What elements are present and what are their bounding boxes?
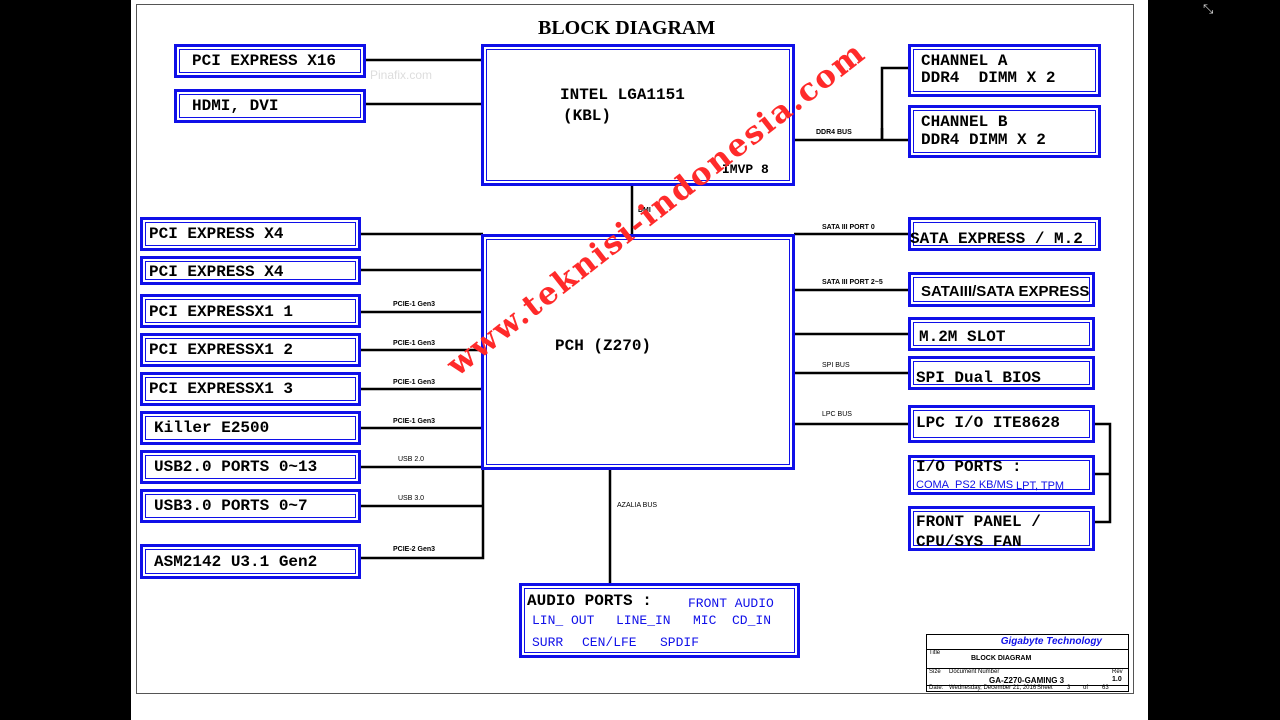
dmi-label: DMI [638, 207, 651, 214]
bus-label-sata0: SATA III PORT 0 [822, 224, 875, 231]
sata-express-m2-box[interactable] [908, 217, 1101, 251]
pcie-x1-box-3[interactable] [140, 372, 361, 406]
channel-b-label: CHANNEL B [921, 113, 1008, 131]
bus-label-pcie2: PCIE-2 Gen3 [393, 546, 436, 553]
date-value: Wednesday, December 21, 2016 [949, 685, 1037, 691]
bus-label-usb2: USB 2.0 [398, 456, 425, 463]
m2m-slot-box[interactable] [908, 317, 1095, 351]
size-label: Size [929, 669, 941, 675]
of-label: of [1083, 685, 1089, 691]
pcie-x1-label-2: PCI EXPRESSX1 2 [149, 341, 294, 359]
pch-box[interactable] [481, 234, 795, 470]
ddr4-bus-label: DDR4 BUS [816, 129, 852, 136]
pcie-x4-box-1[interactable] [140, 217, 361, 251]
audio-ports-box[interactable] [519, 583, 800, 658]
usb3-label: USB3.0 PORTS 0~7 [154, 497, 308, 515]
diagram-title: BLOCK DIAGRAM [538, 17, 716, 39]
sheet-total: 63 [1102, 685, 1109, 691]
pcie-x1-box-1[interactable] [140, 294, 361, 328]
asm2142-label: ASM2142 U3.1 Gen2 [154, 553, 318, 571]
audio-surr: SURR [532, 635, 564, 650]
sata3-label: SATAIII/SATA EXPRESS [921, 283, 1090, 300]
m2m-slot-label: M.2M SLOT [919, 328, 1006, 346]
bus-label-usb3: USB 3.0 [398, 495, 425, 502]
faint-watermark: Pinafix.com [370, 68, 433, 82]
audio-mic: MIC [693, 613, 717, 628]
io-port-ps2: PS2 KB/MS [955, 479, 1014, 491]
pcie-x1-label-1: PCI EXPRESSX1 1 [149, 303, 294, 321]
pcie-x4-label-1: PCI EXPRESS X4 [149, 225, 284, 243]
spi-bios-label: SPI Dual BIOS [916, 369, 1041, 387]
audio-line-in: LINE_IN [616, 613, 671, 628]
pcie-x1-label-3: PCI EXPRESSX1 3 [149, 380, 294, 398]
azalia-bus-label: AZALIA BUS [617, 502, 658, 509]
bus-label-pcie1-4: PCIE-1 Gen3 [393, 418, 436, 425]
company-name: Gigabyte Technology [1000, 636, 1102, 647]
pcie-x16-label: PCI EXPRESS X16 [192, 52, 337, 70]
cpu-sub-label: (KBL) [563, 107, 612, 125]
usb3-box[interactable] [140, 489, 361, 523]
channel-a-box[interactable] [908, 44, 1101, 97]
pcie-x4-label-2: PCI EXPRESS X4 [149, 263, 284, 281]
audio-spdif: SPDIF [660, 635, 700, 650]
sheet-number: 3 [1067, 685, 1071, 691]
drawing-frame [136, 4, 1134, 694]
pch-label: PCH (Z270) [555, 337, 652, 355]
usb2-label: USB2.0 PORTS 0~13 [154, 458, 318, 476]
audio-cd-in: CD_IN [732, 613, 772, 628]
sheet-label: Sheet [1037, 685, 1053, 691]
usb2-box[interactable] [140, 450, 361, 484]
channel-a-dimm-label: DDR4 DIMM X 2 [921, 69, 1056, 87]
audio-cen-lfe: CEN/LFE [582, 635, 637, 650]
spi-bios-box[interactable] [908, 356, 1095, 390]
rev-label: Rev [1112, 669, 1123, 675]
date-label: Date: [929, 685, 944, 691]
io-ports-box[interactable] [908, 455, 1095, 495]
bus-label-pcie1-2: PCIE-1 Gen3 [393, 340, 436, 347]
front-panel-label: FRONT PANEL / [916, 513, 1041, 531]
io-port-lpt-tpm: LPT, TPM [1016, 480, 1065, 492]
bus-label-pcie1-3: PCIE-1 Gen3 [393, 379, 436, 386]
audio-ports-title: AUDIO PORTS : [527, 592, 652, 610]
sata-express-m2-label: SATA EXPRESS / M.2 [910, 230, 1083, 248]
hdmi-dvi-label: HDMI, DVI [192, 97, 279, 115]
pcie-x1-box-2[interactable] [140, 333, 361, 367]
pcie-x4-box-2[interactable] [140, 256, 361, 285]
docnum-label: Document Number [949, 669, 1000, 675]
bus-label-spi: SPI BUS [822, 362, 850, 369]
asm2142-box[interactable] [140, 544, 361, 579]
killer-e2500-label: Killer E2500 [154, 419, 270, 437]
pcie-x16-box[interactable] [174, 44, 366, 78]
channel-a-label: CHANNEL A [921, 52, 1008, 70]
bus-label-lpc: LPC BUS [822, 411, 852, 418]
close-icon[interactable]: ⤡ [1203, 2, 1214, 17]
imvp-label: IMVP 8 [722, 162, 769, 177]
lpc-io-box[interactable] [908, 405, 1095, 443]
channel-b-dimm-label: DDR4 DIMM X 2 [921, 131, 1046, 149]
hdmi-dvi-box[interactable] [174, 89, 366, 123]
bus-label-sata25: SATA III PORT 2~5 [822, 279, 883, 286]
cpu-box[interactable] [481, 44, 795, 186]
channel-b-box[interactable] [908, 105, 1101, 158]
killer-e2500-box[interactable] [140, 411, 361, 445]
sata3-box[interactable] [908, 272, 1095, 307]
audio-lin-out: LIN_ OUT [532, 613, 595, 628]
document-number: GA-Z270-GAMING 3 [989, 676, 1065, 685]
title-label: Title [929, 650, 941, 656]
front-panel-box[interactable] [908, 506, 1095, 551]
bus-label-pcie1-1: PCIE-1 Gen3 [393, 301, 436, 308]
title-block: Gigabyte Technology Title BLOCK DIAGRAM … [926, 634, 1129, 692]
sheet-title: BLOCK DIAGRAM [971, 655, 1032, 662]
lpc-io-label: LPC I/O ITE8628 [916, 414, 1061, 432]
revision: 1.0 [1112, 676, 1122, 683]
cpu-label: INTEL LGA1151 [560, 86, 685, 104]
cpu-sys-fan-label: CPU/SYS FAN [916, 533, 1022, 551]
io-port-coma: COMA [916, 479, 949, 491]
audio-front: FRONT AUDIO [688, 596, 774, 611]
io-ports-title: I/O PORTS : [916, 458, 1022, 476]
